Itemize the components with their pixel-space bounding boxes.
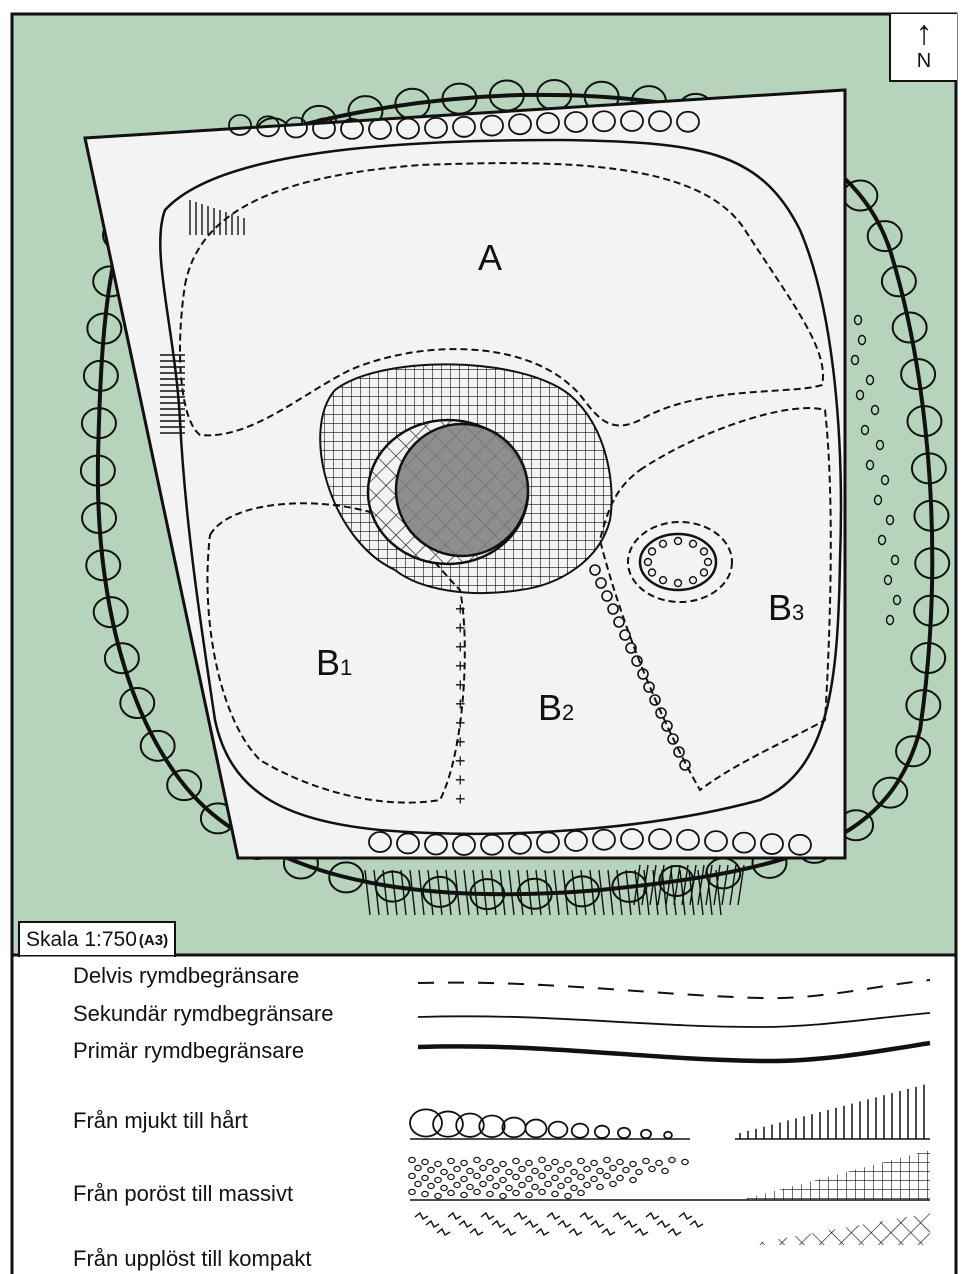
cross-mark: + <box>455 732 466 752</box>
north-arrow-icon: ↑ <box>891 14 957 52</box>
cross-mark: + <box>455 770 466 790</box>
scale-format: (A3) <box>139 932 168 949</box>
legend-sample-thick <box>418 1043 930 1061</box>
cross-mark: + <box>455 713 466 733</box>
legend-sample-dashed <box>418 980 930 998</box>
legend-label-soft-hard: Från mjukt till hårt <box>73 1108 248 1134</box>
cross-mark: + <box>455 637 466 657</box>
legend-label-secondary: Sekundär rymdbegränsare <box>73 1001 333 1027</box>
legend-sample-soft-to-hard <box>410 1085 930 1139</box>
legend-label-partial: Delvis rymdbegränsare <box>73 963 299 989</box>
legend-label-primary: Primär rymdbegränsare <box>73 1038 304 1064</box>
legend-label-dissolved-compact: Från upplöst till kompakt <box>73 1246 311 1272</box>
north-indicator: ↑ N <box>889 14 957 82</box>
north-letter: N <box>891 50 957 73</box>
zone-label-a: A <box>478 237 502 278</box>
cross-marked-divider: +++++++++++ <box>455 599 466 809</box>
cross-mark: + <box>455 656 466 676</box>
cross-mark: + <box>455 618 466 638</box>
legend-sample-dissolved-to-compact <box>415 1213 930 1245</box>
cross-mark: + <box>455 789 466 809</box>
scale-label: Skala 1:750 (A3) <box>18 921 176 957</box>
legend-sample-porous-to-massive <box>409 1150 930 1200</box>
cross-mark: + <box>455 675 466 695</box>
legend-sample-thin <box>418 1013 930 1027</box>
site-plan: +++++++++++ A B1 B2 B3 <box>0 0 963 955</box>
scale-text: Skala 1:750 <box>26 928 137 952</box>
cross-mark: + <box>455 599 466 619</box>
legend-label-porous-massive: Från poröst till massivt <box>73 1181 293 1207</box>
cross-mark: + <box>455 751 466 771</box>
cross-mark: + <box>455 694 466 714</box>
legend: Delvis rymdbegränsare Sekundär rymdbegrä… <box>0 955 963 1274</box>
core-center <box>396 424 528 556</box>
